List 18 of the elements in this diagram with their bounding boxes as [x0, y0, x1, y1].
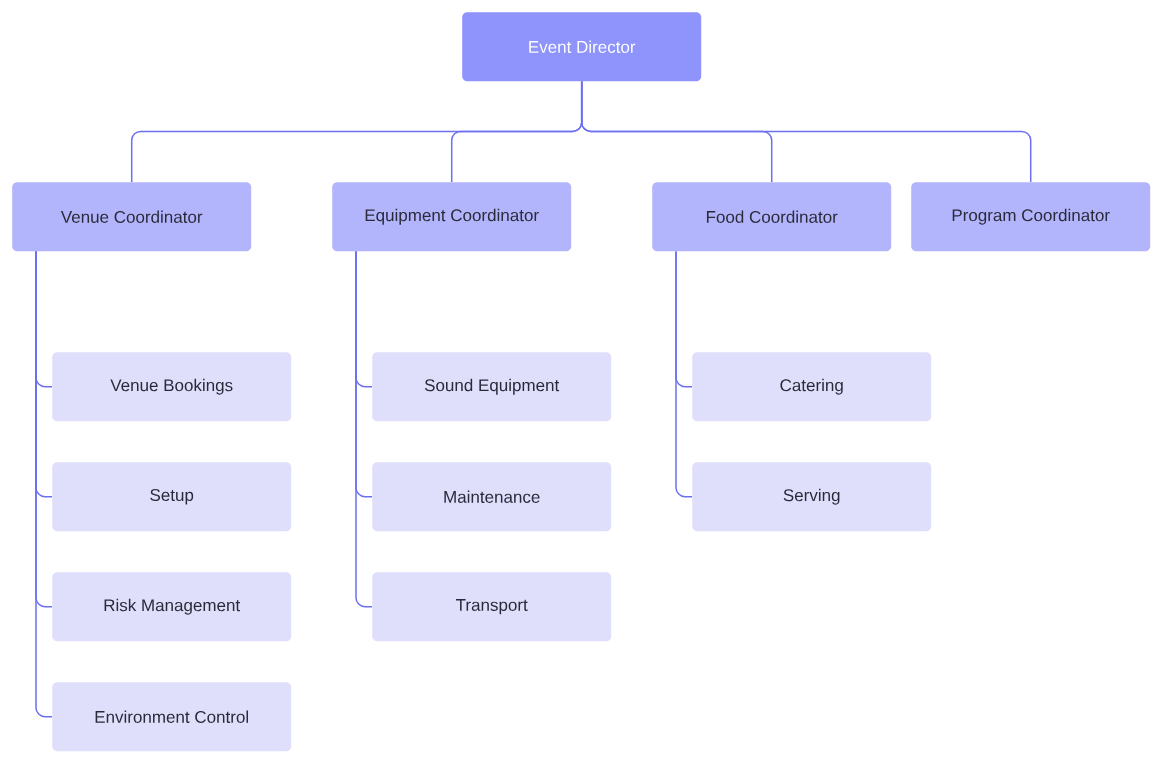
- connector-line: [580, 80, 1032, 183]
- coordinator-box: Food Coordinator: [652, 182, 892, 252]
- connector-line: [355, 250, 373, 608]
- task-box: Sound Equipment: [372, 352, 612, 422]
- task-box: Transport: [372, 572, 612, 642]
- task-box: Catering: [692, 352, 932, 422]
- task-box: Environment Control: [52, 682, 292, 752]
- task-box: Serving: [692, 462, 932, 532]
- coordinator-box: Venue Coordinator: [12, 182, 252, 252]
- coordinator-box: Program Coordinator: [911, 182, 1151, 252]
- connector-line: [35, 250, 53, 718]
- task-box: Maintenance: [372, 462, 612, 532]
- task-box: Setup: [52, 462, 292, 532]
- connector-line: [675, 250, 693, 498]
- coordinator-box: Equipment Coordinator: [332, 182, 572, 252]
- task-box: Venue Bookings: [52, 352, 292, 422]
- task-box: Risk Management: [52, 572, 292, 642]
- director-box: Event Director: [462, 12, 702, 82]
